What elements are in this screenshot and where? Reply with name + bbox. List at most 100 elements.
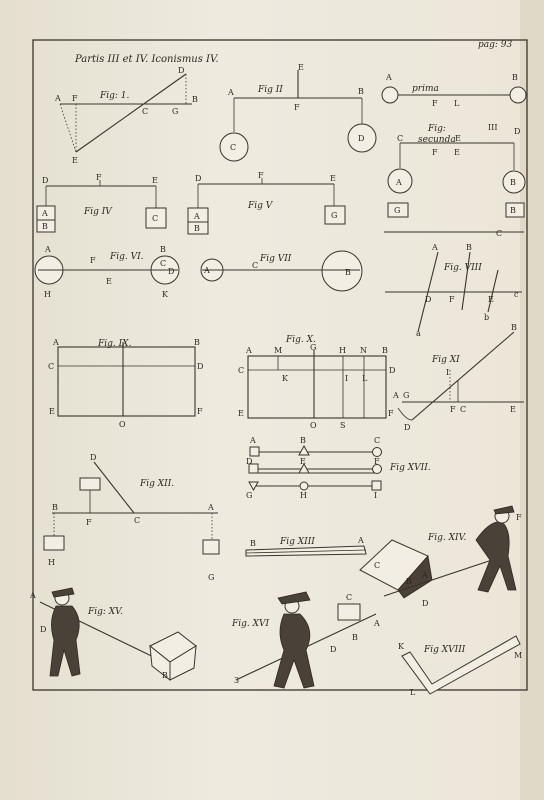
fig-14-point-c: C <box>374 561 380 570</box>
fig-17-point-d: D <box>246 457 252 466</box>
fig-2-point-f: F <box>294 103 300 112</box>
fig-8-point-e: E <box>488 295 494 304</box>
footer-mark: 3 <box>234 676 239 685</box>
fig-3-point-d: D <box>514 127 520 136</box>
fig-2-weight-c: C <box>230 143 236 152</box>
fig-8: Fig. VIII A B C D F E a b c <box>385 229 522 338</box>
fig-14-point-b: B <box>406 577 412 586</box>
fig-7: Fig VII A C B <box>200 250 363 292</box>
fig-2-weight-d: D <box>358 134 364 143</box>
fig-9-point-o: O <box>119 420 126 429</box>
fig-8-label: Fig. VIII <box>443 263 482 273</box>
fig-5-weight-g: G <box>331 211 337 220</box>
fig-9-point-c: C <box>48 362 54 371</box>
fig-9-point-f: F <box>197 407 203 416</box>
fig-5-point-d: D <box>195 174 201 183</box>
fig-5-point-f: F <box>258 171 264 180</box>
fig-6: Fig. VI. A B F C D E H K <box>34 245 180 299</box>
fig-17-point-h: H <box>300 491 307 500</box>
fig-10-point-f: F <box>388 409 394 418</box>
fig-12-point-d: D <box>90 453 96 462</box>
fig-13-point-b: B <box>250 539 256 548</box>
fig-10-point-o: O <box>310 421 317 430</box>
fig-2-point-b: B <box>358 87 364 96</box>
fig-8-point-a-lower: a <box>416 329 421 338</box>
fig-3-fig-word: Fig: <box>427 124 446 134</box>
fig-4-weight-c: C <box>152 214 158 223</box>
fig-2-label: Fig II <box>257 85 283 95</box>
fig-6-point-e: E <box>106 277 112 286</box>
fig-3-prima: prima <box>412 84 439 94</box>
fig-3-weight-b: B <box>510 178 516 187</box>
fig-12-point-c: C <box>134 516 140 525</box>
fig-1-point-e: E <box>72 156 78 165</box>
fig-13: Fig XIII B A <box>245 536 367 557</box>
fig-10-point-c: C <box>238 366 244 375</box>
fig-8-point-c-lower: c <box>514 290 519 299</box>
fig-8-point-a: A <box>431 243 438 252</box>
fig-16-point-b: B <box>352 633 358 642</box>
fig-17-point-a: A <box>249 436 256 445</box>
fig-17-point-g: G <box>246 491 252 500</box>
fig-8-point-c: C <box>496 229 502 238</box>
fig-18-point-l: L <box>410 688 416 697</box>
plate-title: Partis III et IV. Iconismus IV. <box>74 54 219 65</box>
fig-6-label: Fig. VI. <box>109 252 144 262</box>
fig-17-point-i: I <box>374 491 377 500</box>
fig-7-label: Fig VII <box>259 254 292 264</box>
fig-15-point-d: D <box>40 625 46 634</box>
fig-1-point-g: G <box>172 107 178 116</box>
fig-11-point-d: D <box>404 423 410 432</box>
fig-3-point-e2: E <box>454 148 460 157</box>
fig-10-point-g: G <box>310 343 316 352</box>
fig-3: prima A B F L Fig: secunda III C E D F E… <box>381 73 527 233</box>
fig-1: Fig: 1. A F D B C G E <box>54 66 198 165</box>
fig-18: Fig XVIII K M L <box>398 635 522 697</box>
fig-3-point-l: L <box>454 99 460 108</box>
fig-17-point-e: E <box>300 457 306 466</box>
fig-18-point-m: M <box>514 651 522 660</box>
fig-9-point-b: B <box>194 338 200 347</box>
fig-16-point-c: C <box>346 593 352 602</box>
fig-12-point-a: A <box>207 503 214 512</box>
fig-8-point-b-lower: b <box>484 313 489 322</box>
fig-14-point-a: A <box>421 571 428 580</box>
fig-1-point-c: C <box>142 107 148 116</box>
fig-3-roman: III <box>488 123 497 132</box>
fig-10-point-k: K <box>282 374 289 383</box>
fig-9: Fig. IX. A B C D E F O <box>48 338 203 429</box>
fig-1-point-d: D <box>178 66 184 75</box>
fig-12-point-b: B <box>52 503 58 512</box>
fig-10-point-m: M <box>274 346 282 355</box>
fig-9-point-e: E <box>49 407 55 416</box>
fig-4-point-f: F <box>96 173 102 182</box>
fig-1-point-f: F <box>72 94 78 103</box>
fig-1-point-b: B <box>192 95 198 104</box>
fig-12-point-g: G <box>208 573 214 582</box>
fig-6-point-k: K <box>162 290 169 299</box>
fig-9-point-a: A <box>52 338 59 347</box>
fig-11-point-b: B <box>511 323 517 332</box>
fig-7-point-c: C <box>252 261 258 270</box>
fig-3-block-b: B <box>510 206 516 215</box>
fig-16-point-a: A <box>373 619 380 628</box>
fig-13-point-a: A <box>357 536 364 545</box>
fig-13-label: Fig XIII <box>279 537 315 547</box>
fig-14-point-d: D <box>422 599 428 608</box>
fig-12: Fig XII. D B A C F H G <box>43 453 220 582</box>
fig-3-point-c: C <box>397 134 403 143</box>
fig-11-point-a: A <box>392 391 399 400</box>
plate-border <box>32 39 528 691</box>
fig-5-label: Fig V <box>247 201 274 211</box>
fig-2-point-a: A <box>227 88 234 97</box>
fig-15-label: Fig: XV. <box>87 607 123 617</box>
fig-3-point-f2: F <box>432 148 438 157</box>
fig-16-point-d: D <box>330 645 336 654</box>
fig-17-label: Fig XVII. <box>389 463 431 473</box>
fig-6-point-h: H <box>44 290 51 299</box>
fig-8-point-f: F <box>449 295 455 304</box>
fig-5-weight-a: A <box>193 212 200 221</box>
fig-4: Fig IV D F E A B C <box>36 173 167 233</box>
fig-10-point-l: L <box>362 374 368 383</box>
